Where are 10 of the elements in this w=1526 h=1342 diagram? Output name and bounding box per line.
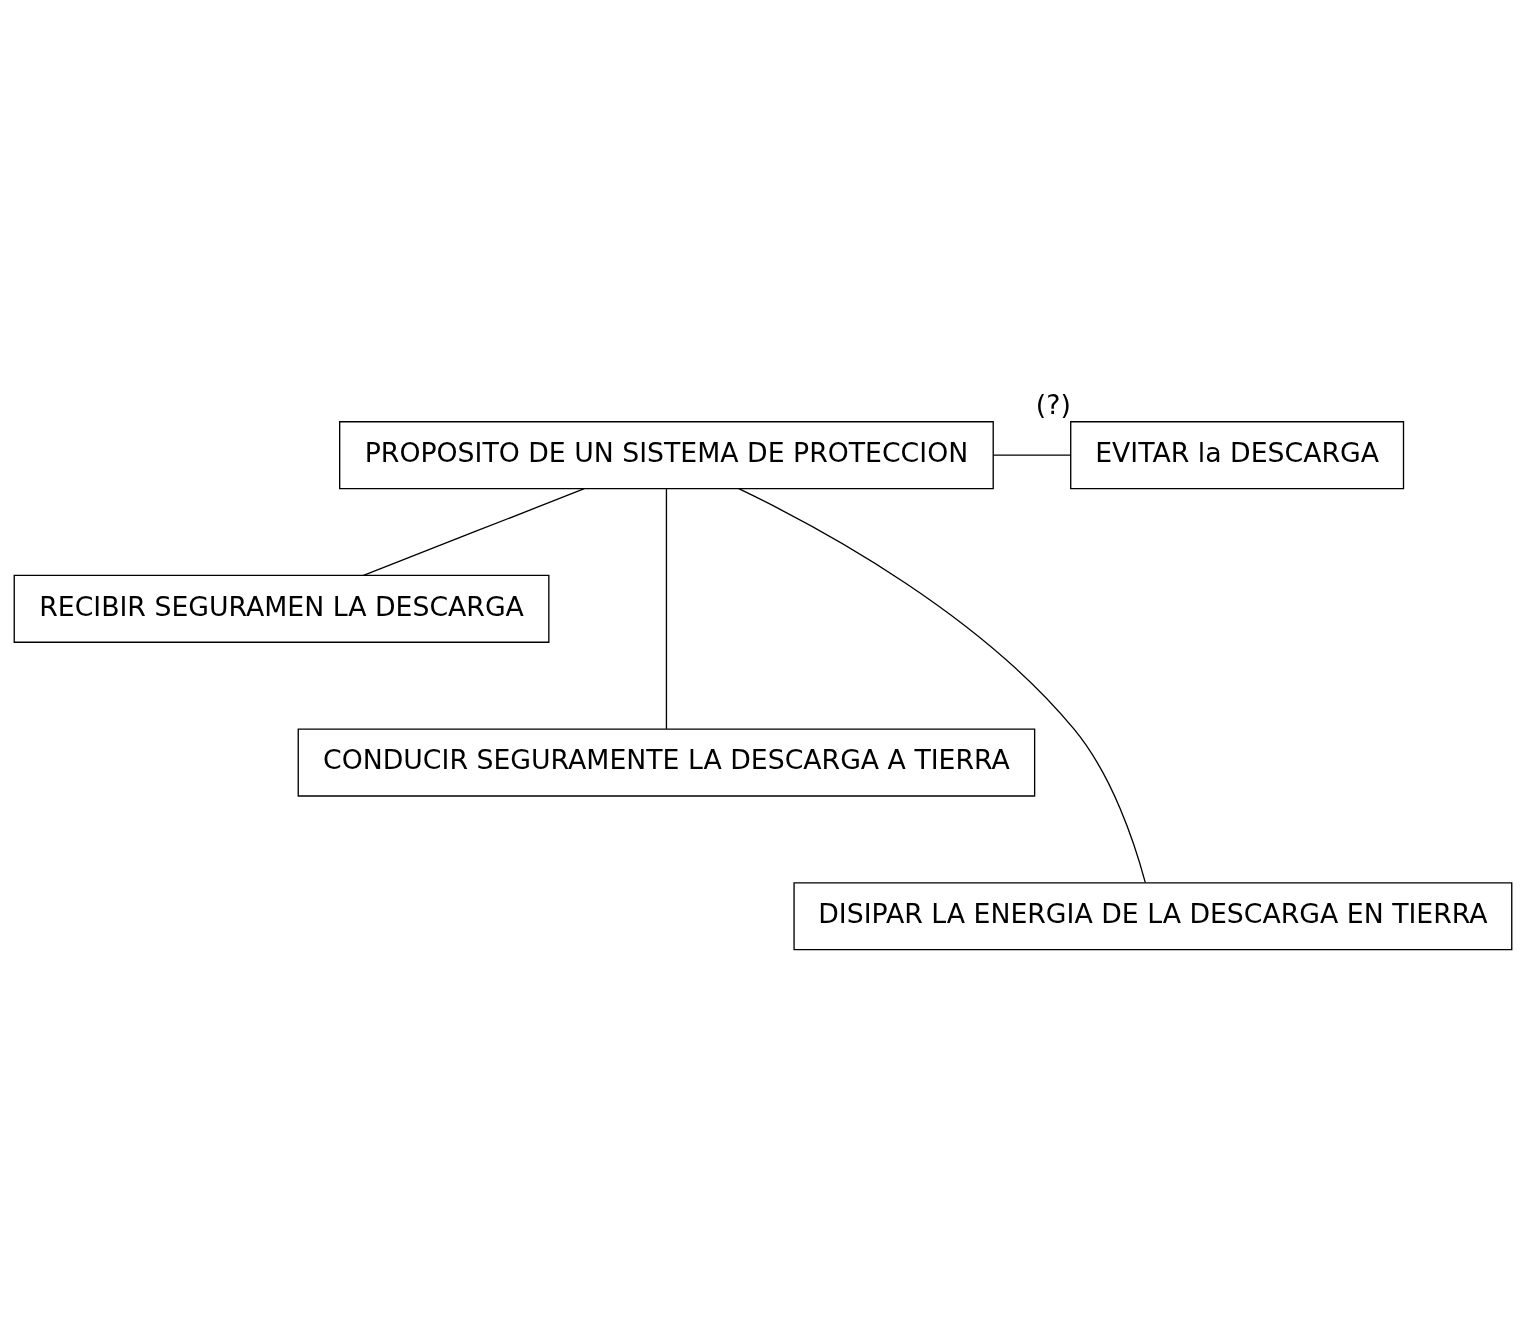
connector	[738, 488, 1146, 884]
node-box: PROPOSITO DE UN SISTEMA DE PROTECCION	[339, 421, 994, 490]
node-box: RECIBIR SEGURAMEN LA DESCARGA	[13, 574, 550, 643]
node-box: DISIPAR LA ENERGIA DE LA DESCARGA EN TIERRA	[793, 882, 1513, 951]
node-box: EVITAR la DESCARGA	[1070, 421, 1405, 490]
connector	[362, 488, 585, 576]
node-box: CONDUCIR SEGURAMENTE LA DESCARGA A TIERRA	[297, 728, 1036, 797]
connector	[992, 454, 1072, 456]
node-label: (?)	[1035, 388, 1071, 420]
connector	[665, 488, 668, 730]
